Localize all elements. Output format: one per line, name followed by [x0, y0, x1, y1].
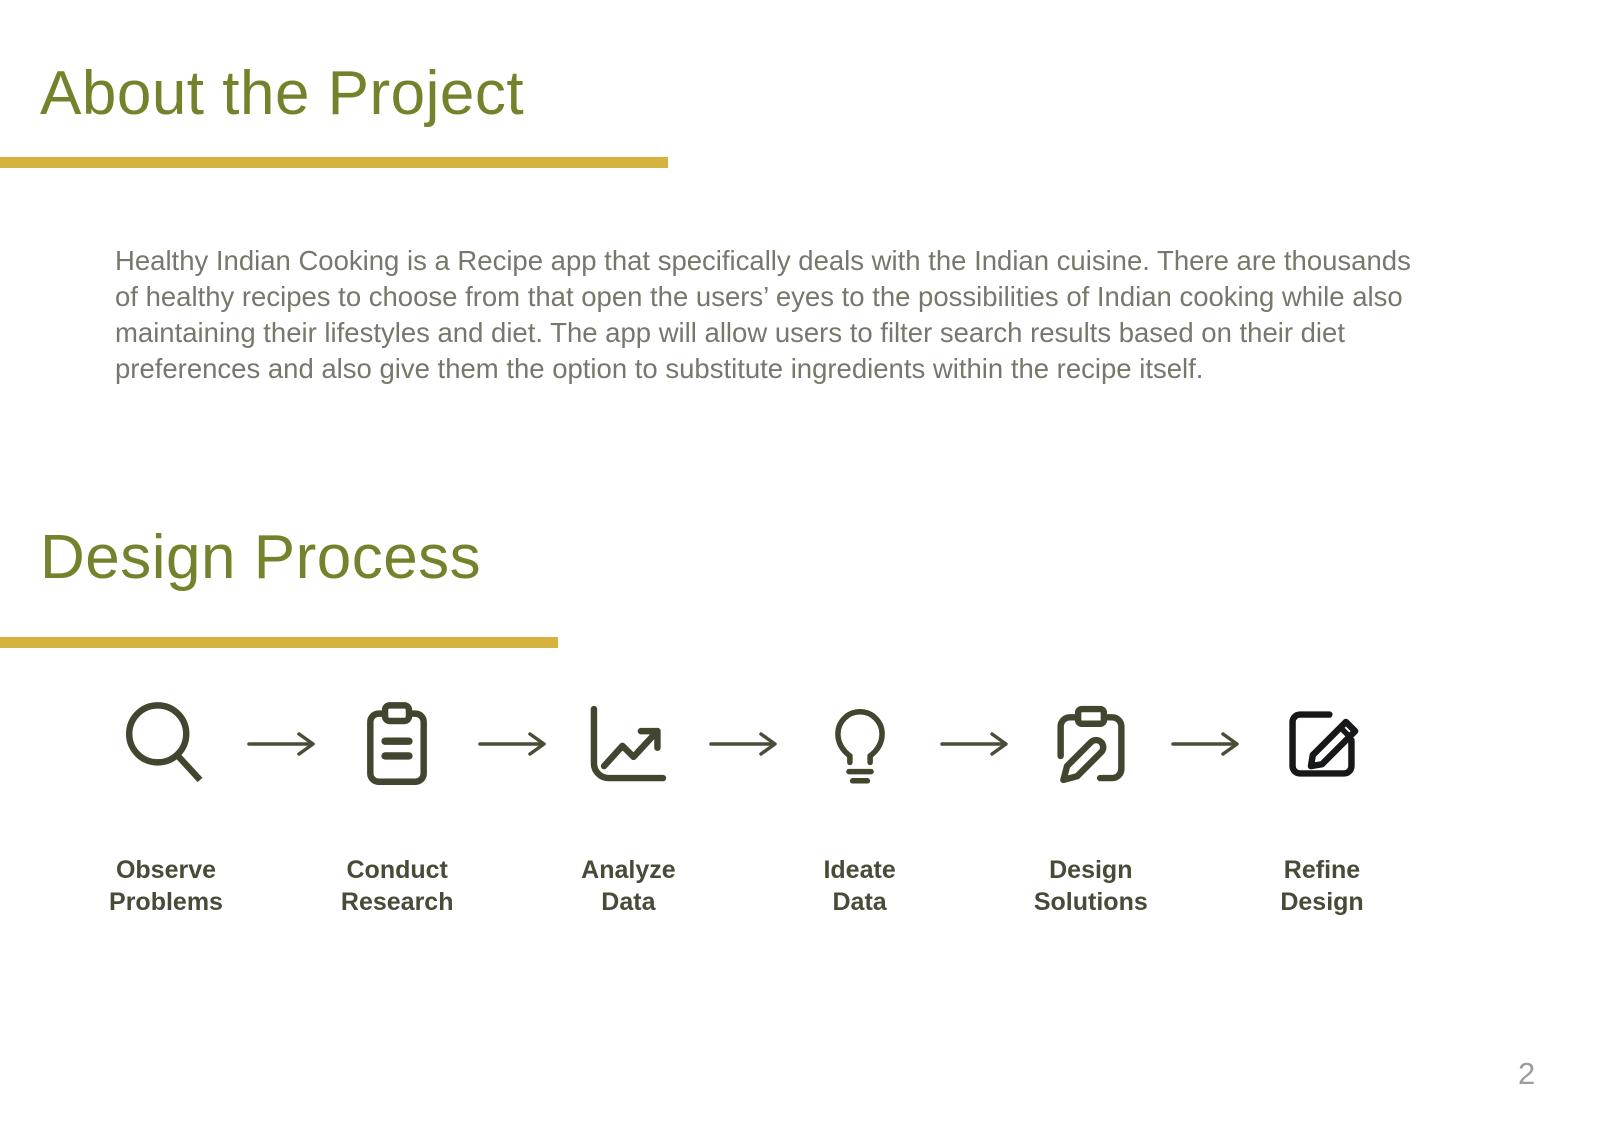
- step-label-line: Ideate: [823, 856, 896, 884]
- right-arrow-icon: [1171, 732, 1240, 756]
- design-process-flow: Observe Problems Conduct Research: [88, 698, 1400, 918]
- page-number: 2: [1518, 1056, 1536, 1091]
- step-label-line: Observe: [115, 856, 217, 884]
- clipboard-pencil-icon: [1057, 705, 1125, 784]
- step-label-line: Refine: [1283, 856, 1361, 884]
- flow-arrow: [475, 729, 550, 759]
- step-label: Conduct Research: [341, 854, 454, 918]
- step-label: Design Solutions: [1034, 854, 1148, 918]
- about-section-title: About the Project: [40, 59, 525, 128]
- process-title-underline: [0, 637, 558, 648]
- step-label-line: Design: [1280, 888, 1364, 916]
- step-label-line: Data: [601, 888, 656, 916]
- edit-square-icon: [1289, 711, 1359, 777]
- search-icon: [125, 702, 203, 783]
- process-step-refine-design: Refine Design: [1244, 698, 1400, 918]
- flow-arrow: [938, 729, 1013, 759]
- step-label-line: Solutions: [1033, 888, 1148, 916]
- step-label-line: Analyze: [581, 856, 676, 884]
- step-label: Ideate Data: [823, 854, 895, 918]
- about-paragraph: Healthy Indian Cooking is a Recipe app t…: [115, 245, 1411, 384]
- step-label: Analyze Data: [581, 854, 675, 918]
- right-arrow-icon: [478, 732, 546, 756]
- flow-arrow: [1169, 729, 1244, 759]
- step-label-line: Design: [1049, 856, 1133, 884]
- step-label-line: Conduct: [346, 856, 448, 884]
- process-step-ideate-data: Ideate Data: [782, 698, 938, 918]
- process-step-design-solutions: Design Solutions: [1013, 698, 1169, 918]
- lightbulb-icon: [834, 709, 885, 784]
- right-arrow-icon: [246, 732, 315, 756]
- step-label-line: Problems: [109, 888, 223, 916]
- process-section-title: Design Process: [40, 523, 482, 592]
- step-label-line: Data: [832, 888, 887, 916]
- flow-arrow: [706, 729, 781, 759]
- about-title-underline: [0, 157, 668, 168]
- process-step-observe-problems: Observe Problems: [88, 698, 244, 918]
- clipboard-icon: [367, 702, 428, 785]
- process-step-analyze-data: Analyze Data: [550, 698, 706, 918]
- step-label: Refine Design: [1280, 854, 1363, 918]
- flow-arrow: [244, 729, 319, 759]
- chart-icon: [591, 705, 667, 782]
- right-arrow-icon: [940, 732, 1008, 756]
- right-arrow-icon: [709, 732, 777, 756]
- step-label: Observe Problems: [109, 854, 223, 918]
- step-label-line: Research: [340, 888, 454, 916]
- process-step-conduct-research: Conduct Research: [319, 698, 475, 918]
